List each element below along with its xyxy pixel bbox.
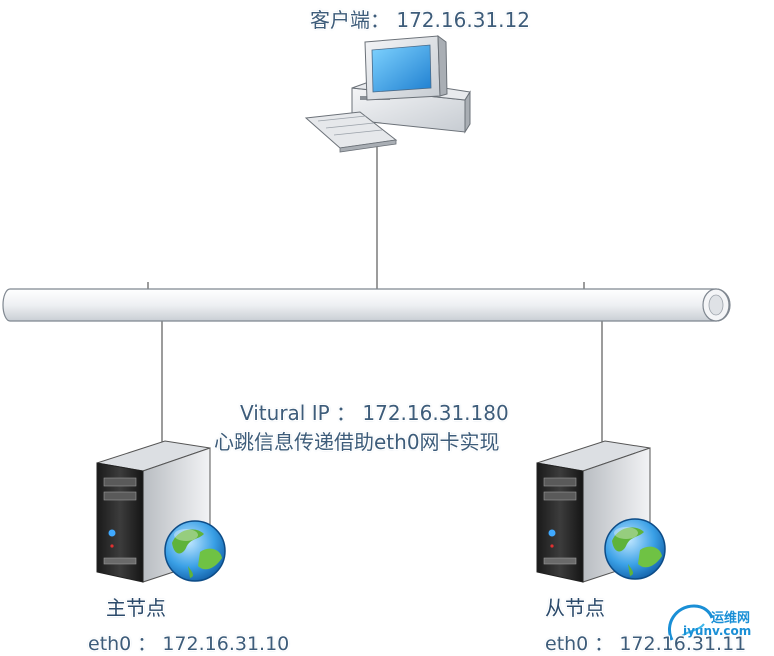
slave-node-title: 从节点 (545, 596, 605, 620)
heartbeat-note: 心跳信息传递借助eth0网卡实现 (214, 430, 500, 454)
watermark-url: iyunv.com (683, 624, 752, 638)
virtual-ip-label: Vitural IP ： 172.16.31.180 (240, 401, 509, 425)
master-globe-icon (164, 520, 226, 582)
watermark-logo-icon (668, 604, 714, 643)
desktop-computer-icon (304, 34, 471, 153)
slave-eth-address: eth0 ： 172.16.31.11 (545, 633, 747, 655)
slave-globe-icon (604, 518, 666, 580)
client-label: 客户端： 172.16.31.12 (310, 8, 530, 32)
master-eth-address: eth0 ： 172.16.31.10 (88, 633, 290, 655)
master-node-title: 主节点 (106, 596, 166, 620)
network-bus (2, 288, 731, 322)
watermark-text: 运维网 (711, 611, 751, 626)
